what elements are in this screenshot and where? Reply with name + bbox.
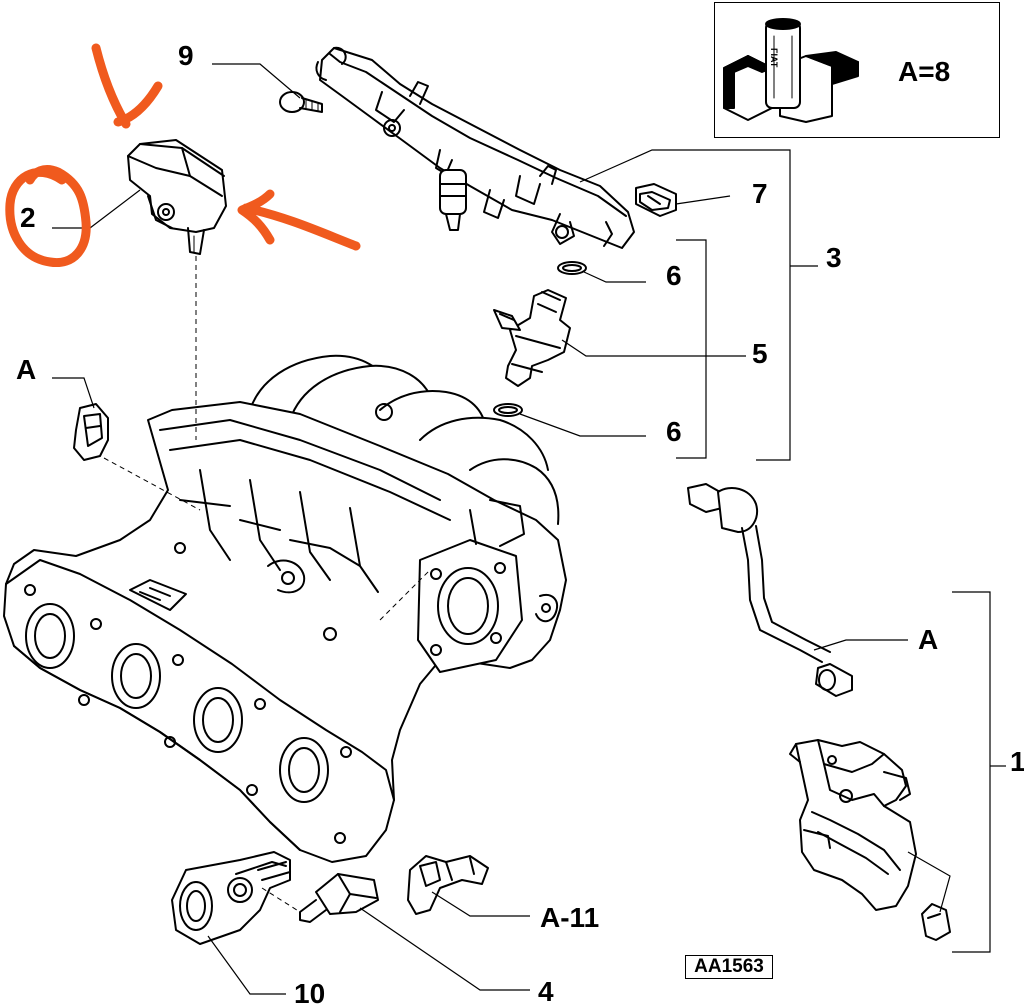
intake-manifold — [3, 354, 567, 863]
label-part-1: 1 — [1010, 746, 1024, 777]
label-part-9: 9 — [178, 40, 194, 71]
label-part-2: 2 — [20, 202, 36, 233]
valve-part-1 — [789, 739, 951, 941]
annotation-circle — [5, 165, 91, 268]
sensor-part-4 — [299, 873, 379, 923]
label-part-6-lower: 6 — [666, 416, 682, 447]
clip-part-7 — [635, 183, 677, 217]
diagram-code: AA1563 — [685, 955, 773, 979]
leader-lines — [52, 63, 1006, 995]
bracket-part-a-11 — [407, 855, 489, 915]
label-part-10: 10 — [294, 978, 326, 1006]
label-part-3: 3 — [826, 242, 842, 273]
label-part-4: 4 — [538, 976, 554, 1006]
label-part-6-upper: 6 — [666, 260, 682, 291]
clip-part-a-left — [73, 403, 109, 461]
o-ring-part-6-lower — [493, 403, 523, 417]
injector-part-5 — [493, 289, 571, 387]
inset-quantity-text: A=8 — [898, 56, 951, 87]
o-ring-part-6-upper — [557, 261, 587, 275]
label-part-a-11: A-11 — [540, 902, 600, 933]
label-part-a-left: A — [16, 354, 37, 385]
housing-part-10 — [171, 851, 291, 945]
label-part-5: 5 — [752, 338, 768, 369]
hose-part-a-right — [687, 483, 853, 697]
bolt-part-9 — [279, 91, 323, 113]
fuel-rail-part-3 — [315, 46, 635, 249]
annotation-arrow-top — [91, 43, 163, 129]
label-part-7: 7 — [752, 178, 768, 209]
inset-logo-text: FIAT — [769, 48, 779, 68]
label-part-a-right: A — [918, 624, 939, 655]
annotation-arrow-right — [237, 189, 361, 251]
annotation-marks — [5, 43, 361, 268]
package-icon — [723, 18, 859, 123]
sensor-part-2 — [127, 139, 227, 255]
dashed-guides — [103, 256, 431, 913]
inset-box — [714, 2, 1000, 138]
